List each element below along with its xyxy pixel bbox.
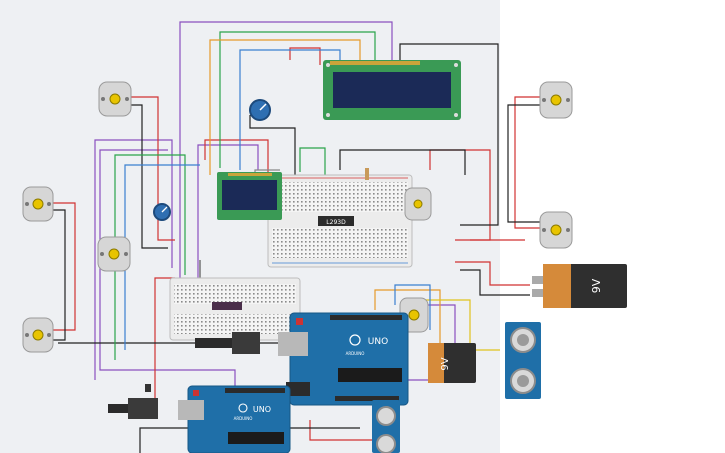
wire bbox=[429, 149, 491, 241]
dc-motor-right-bottom[interactable] bbox=[539, 211, 573, 249]
dc-motor-icon bbox=[32, 329, 44, 341]
potentiometer[interactable] bbox=[249, 99, 271, 121]
dc-motor-icon bbox=[108, 248, 120, 260]
mount-hole bbox=[454, 63, 458, 67]
arduino-brand: UNO bbox=[253, 405, 271, 414]
battery-label: 9V bbox=[590, 278, 603, 293]
usb-plug-second bbox=[108, 398, 158, 419]
ultrasonic-sensor-right[interactable] bbox=[505, 322, 541, 399]
arduino-brand: UNO bbox=[368, 337, 388, 347]
wire bbox=[399, 43, 499, 226]
wire bbox=[179, 21, 393, 300]
dc-motor-icon bbox=[109, 93, 121, 105]
wire bbox=[130, 96, 175, 241]
wire bbox=[99, 149, 236, 395]
dc-motor-breadboard-right[interactable] bbox=[404, 187, 432, 221]
wire bbox=[124, 164, 200, 350]
arduino-subtext: ARDUINO bbox=[346, 351, 365, 356]
wire bbox=[50, 202, 76, 331]
wire bbox=[197, 144, 259, 290]
ultrasonic-sensor-icon bbox=[376, 434, 396, 453]
usb-plug-main bbox=[195, 332, 260, 354]
wire bbox=[209, 39, 361, 175]
dc-motor-icon bbox=[408, 309, 420, 321]
wire bbox=[130, 104, 168, 249]
wire bbox=[239, 49, 341, 170]
ultrasonic-sensor-icon bbox=[376, 406, 396, 426]
wire bbox=[52, 209, 66, 341]
wire bbox=[204, 139, 269, 172]
wire bbox=[420, 299, 500, 351]
battery-label: 9V bbox=[440, 357, 451, 370]
dc-motor-left-middle[interactable] bbox=[22, 186, 54, 222]
chip-label: L293D bbox=[326, 219, 346, 226]
wire bbox=[507, 104, 540, 223]
dc-motor-icon bbox=[550, 224, 562, 236]
wire bbox=[514, 96, 540, 229]
mount-hole bbox=[454, 113, 458, 117]
lcd-display-main[interactable] bbox=[323, 60, 461, 120]
wire bbox=[394, 284, 431, 330]
resistor bbox=[365, 168, 369, 180]
battery-9v-mid[interactable]: 9V bbox=[428, 343, 476, 383]
wire-group bbox=[50, 21, 540, 453]
wire bbox=[299, 147, 326, 176]
dc-motor-icon bbox=[413, 199, 423, 209]
dc-motor-right-top[interactable] bbox=[539, 81, 573, 119]
wire bbox=[309, 420, 380, 441]
arduino-subtext: ARDUINO bbox=[234, 416, 253, 421]
dc-motor-left-center[interactable] bbox=[97, 236, 131, 272]
wire bbox=[219, 31, 376, 168]
pushbutton[interactable] bbox=[145, 384, 151, 392]
wire bbox=[154, 277, 175, 410]
motor-driver-chip[interactable]: L293D bbox=[318, 216, 354, 226]
lcd-display-secondary[interactable] bbox=[217, 172, 282, 220]
dc-motor-left-bottom[interactable] bbox=[22, 317, 54, 353]
wire bbox=[289, 47, 321, 65]
dc-motor-icon bbox=[32, 198, 44, 210]
wire bbox=[94, 139, 173, 380]
wire bbox=[339, 149, 466, 175]
battery-9v-right[interactable]: 9V bbox=[532, 264, 627, 308]
wire bbox=[455, 261, 530, 286]
arduino-uno-second[interactable]: UNO ARDUINO bbox=[178, 385, 291, 453]
wire bbox=[460, 269, 530, 296]
arduino-uno-main[interactable]: UNO ARDUINO bbox=[278, 312, 409, 406]
potentiometer-small[interactable] bbox=[153, 203, 171, 221]
motor-driver-chip-small[interactable] bbox=[212, 302, 242, 310]
wire bbox=[374, 289, 441, 345]
dc-motor-icon bbox=[550, 94, 562, 106]
mount-hole bbox=[326, 63, 330, 67]
ultrasonic-sensor-bottom[interactable] bbox=[372, 400, 400, 453]
dc-motor-left-top[interactable] bbox=[98, 81, 132, 117]
mount-hole bbox=[326, 113, 330, 117]
wire bbox=[249, 115, 296, 180]
